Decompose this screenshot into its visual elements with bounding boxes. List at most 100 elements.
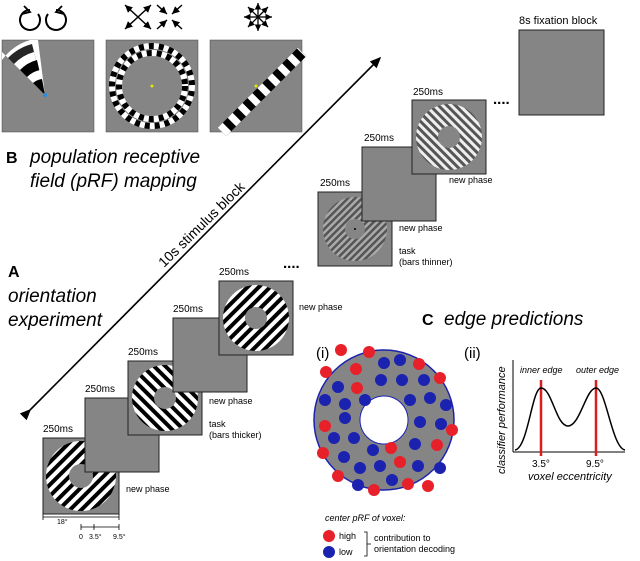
legend-high-dot — [323, 530, 335, 542]
outer-edge-label: outer edge — [576, 365, 619, 375]
voxel-dot-low — [414, 416, 426, 428]
voxel-dot-low — [394, 354, 406, 366]
bar-stimulus — [209, 39, 307, 137]
scale-bar — [42, 514, 120, 530]
voxel-dot-low — [404, 394, 416, 406]
voxel-dot-low — [328, 432, 340, 444]
legend-note-2: orientation decoding — [374, 544, 455, 554]
voxel-dot-low — [409, 438, 421, 450]
orient-time-1: 250ms — [43, 424, 73, 435]
voxel-dot-high — [385, 442, 397, 454]
voxel-dot-high — [320, 366, 332, 378]
voxel-dot-high — [431, 439, 443, 451]
prf-note-2: new phase — [399, 223, 443, 233]
voxel-dot-low — [354, 462, 366, 474]
orient-frame-5 — [218, 280, 294, 356]
scale-label: 18° — [57, 518, 68, 526]
panel-c-letter: C — [422, 312, 434, 329]
voxel-dot-low — [359, 394, 371, 406]
plot-ylabel: classifier performance — [496, 366, 508, 474]
panel-b-letter: B — [6, 150, 18, 167]
voxel-dot-low — [386, 474, 398, 486]
voxel-dot-low — [339, 412, 351, 424]
orient-ellipsis: .... — [283, 255, 300, 272]
orient-time-3: 250ms — [128, 347, 158, 358]
orient-task-1: task — [209, 419, 226, 429]
legend-bracket — [364, 531, 371, 557]
voxel-dot-high — [394, 456, 406, 468]
rotate-ccw-icon — [19, 5, 41, 31]
performance-plot — [512, 360, 626, 456]
voxel-dot-low — [440, 399, 452, 411]
scale-tick-1: 3.5° — [89, 533, 102, 541]
prf-task-2: (bars thinner) — [399, 257, 453, 267]
prf-time-2: 250ms — [364, 133, 394, 144]
voxel-dot-low — [434, 462, 446, 474]
voxel-dot-low — [348, 432, 360, 444]
orient-frame-3 — [127, 360, 203, 436]
orient-task-2: (bars thicker) — [209, 430, 262, 440]
fixation-frame — [518, 29, 605, 116]
panel-a-title-2: experiment — [8, 310, 103, 331]
voxel-dot-high — [434, 372, 446, 384]
voxel-dot-high — [446, 424, 458, 436]
performance-curve — [514, 387, 626, 451]
legend-low-dot — [323, 546, 335, 558]
orient-note-1: new phase — [126, 484, 170, 494]
voxel-dots — [317, 344, 458, 496]
voxel-dot-high — [368, 484, 380, 496]
prf-ellipsis: .... — [493, 91, 510, 108]
legend-low: low — [339, 547, 353, 557]
orient-time-5: 250ms — [219, 267, 249, 278]
voxel-dot-high — [363, 346, 375, 358]
sub-i-label: (i) — [316, 345, 329, 362]
panel-a-title-1: orientation — [8, 286, 97, 307]
panel-b-title-1: population receptive — [29, 147, 200, 168]
voxel-dot-high — [332, 470, 344, 482]
rotate-cw-icon — [45, 5, 67, 31]
scale-tick-2: 9.5° — [113, 533, 126, 541]
voxel-dot-low — [418, 374, 430, 386]
timeline-arrow — [19, 56, 382, 421]
prf-task-1: task — [399, 246, 416, 256]
voxel-dot-low — [424, 392, 436, 404]
plot-xtick-1: 3.5° — [532, 459, 550, 470]
voxel-dot-high — [413, 358, 425, 370]
prf-time-1: 250ms — [320, 178, 350, 189]
prf-note-3: new phase — [449, 175, 493, 185]
plot-xlabel: voxel eccentricity — [528, 471, 613, 483]
contract-icon — [156, 4, 183, 30]
orient-note-2: new phase — [209, 396, 253, 406]
ring-stimulus — [105, 39, 199, 133]
panel-c-title: edge predictions — [444, 309, 584, 330]
voxel-dot-low — [412, 460, 424, 472]
fixation-block-label: 8s fixation block — [519, 15, 598, 27]
voxel-dot-low — [332, 381, 344, 393]
voxel-dot-high — [317, 447, 329, 459]
voxel-dot-low — [339, 398, 351, 410]
legend-high: high — [339, 531, 356, 541]
sub-ii-label: (ii) — [464, 345, 481, 362]
voxel-dot-high — [319, 420, 331, 432]
voxel-dot-low — [367, 444, 379, 456]
orient-time-4: 250ms — [173, 304, 203, 315]
voxel-dot-low — [378, 357, 390, 369]
voxel-dot-low — [319, 394, 331, 406]
prf-time-3: 250ms — [413, 87, 443, 98]
inner-edge-label: inner edge — [520, 365, 563, 375]
panel-b-title-2: field (pRF) mapping — [30, 171, 197, 192]
voxel-dot-low — [375, 374, 387, 386]
scale-tick-0: 0 — [79, 534, 83, 541]
panel-a-letter: A — [8, 264, 20, 281]
expand-icon — [124, 4, 152, 30]
legend-title: center pRF of voxel: — [325, 513, 406, 523]
eight-direction-icon — [244, 3, 272, 31]
voxel-dot-high — [335, 344, 347, 356]
voxel-dot-low — [374, 460, 386, 472]
voxel-dot-high — [402, 478, 414, 490]
voxel-dot-high — [351, 382, 363, 394]
plot-xtick-2: 9.5° — [586, 459, 604, 470]
voxel-dot-low — [396, 374, 408, 386]
orient-note-3: new phase — [299, 302, 343, 312]
